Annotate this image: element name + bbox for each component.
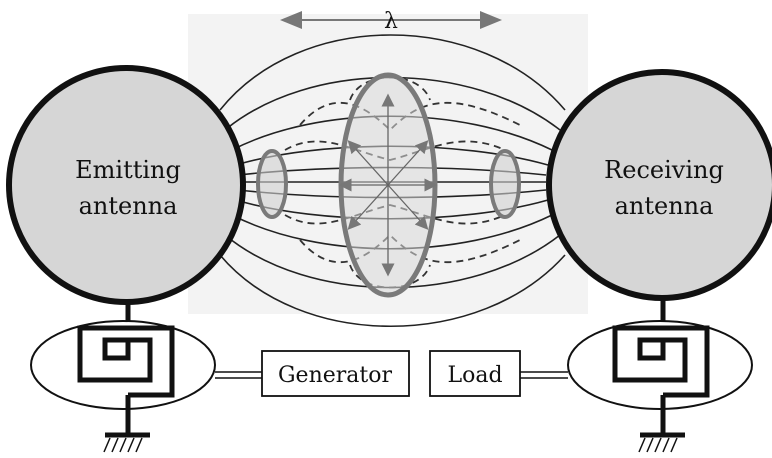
receiving-antenna-label-line1: Receiving	[604, 156, 724, 184]
load-label: Load	[447, 363, 502, 388]
emitter-coil	[30, 302, 216, 453]
emitting-antenna-label-line1: Emitting	[75, 156, 181, 184]
generator-label: Generator	[278, 363, 393, 388]
receiving-antenna-label-line2: antenna	[615, 192, 714, 220]
wavelength-arrow	[280, 11, 502, 29]
generator-box	[261, 350, 410, 397]
wavelength-label: λ	[384, 9, 398, 34]
ground-hatch	[638, 437, 678, 453]
generator-wires	[215, 371, 262, 379]
radial-arrows	[338, 93, 438, 277]
left-small-loop	[256, 149, 288, 219]
emitting-antenna-label-line2: antenna	[79, 192, 178, 220]
load-box	[429, 350, 521, 397]
right-small-loop	[489, 149, 521, 219]
receiver-coil	[567, 298, 753, 453]
receiving-antenna-sphere	[546, 69, 772, 301]
ground-hatch	[103, 437, 143, 453]
emitting-antenna-sphere	[6, 65, 246, 305]
load-wires	[520, 371, 568, 379]
